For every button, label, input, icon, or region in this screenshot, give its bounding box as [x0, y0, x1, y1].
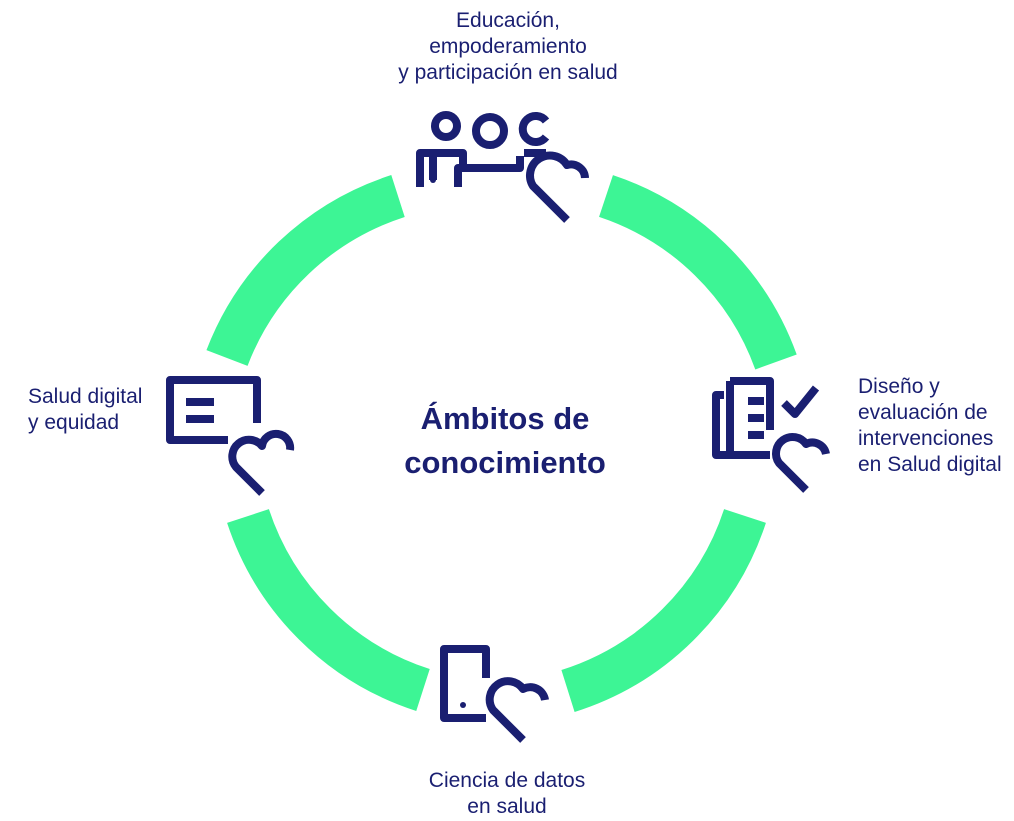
- label-line: y equidad: [28, 411, 120, 434]
- checklist-heart-icon: [712, 377, 830, 493]
- center-title-line-2: conocimiento: [404, 445, 606, 480]
- card-heart-icon: [166, 376, 295, 496]
- ring-segment-bottom-left: [227, 508, 431, 711]
- center-title-line-1: Ámbitos de: [420, 401, 590, 436]
- label-line: en salud: [467, 795, 547, 818]
- label-line: intervenciones: [858, 427, 994, 450]
- ring-segment-bottom-right: [561, 508, 766, 712]
- label-line: y participación en salud: [398, 61, 618, 84]
- ring-segment-top-right: [598, 175, 797, 370]
- ring-segment-top-left: [206, 175, 406, 367]
- label-line: Diseño y: [858, 375, 940, 398]
- label-line: Ciencia de datos: [428, 769, 586, 792]
- center-title: Ámbitos de conocimiento: [360, 397, 650, 485]
- people-heart-icon: [416, 111, 589, 223]
- mobile-heart-icon: [440, 645, 549, 743]
- label-education-empowerment: Educación, empoderamiento y participació…: [378, 8, 638, 86]
- label-line: Salud digital: [28, 385, 143, 408]
- label-design-evaluation: Diseño y evaluación de intervenciones en…: [858, 374, 1002, 478]
- label-digital-health-equity: Salud digital y equidad: [28, 384, 142, 436]
- label-line: Educación,: [456, 9, 560, 32]
- label-data-science: Ciencia de datos en salud: [392, 768, 622, 820]
- label-line: empoderamiento: [429, 35, 587, 58]
- label-line: en Salud digital: [858, 453, 1002, 476]
- label-line: evaluación de: [858, 401, 988, 424]
